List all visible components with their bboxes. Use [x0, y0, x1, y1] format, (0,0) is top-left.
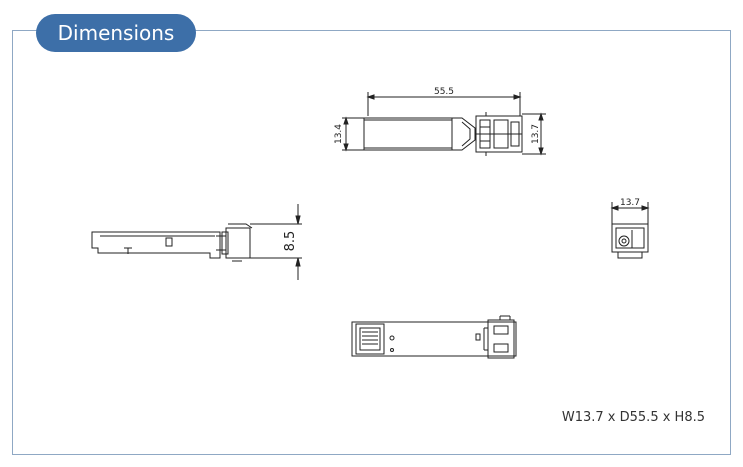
side-view-drawing	[91, 204, 302, 280]
side-view-height-label: 8.5	[283, 231, 298, 252]
top-view-width-label: 55.5	[434, 87, 454, 97]
front-view-drawing	[610, 202, 650, 259]
top-view-drawing	[342, 92, 546, 156]
dimensions-panel	[12, 30, 731, 455]
front-view-width-label: 13.7	[620, 198, 640, 208]
top-view-right-height-label: 13.7	[531, 124, 541, 144]
overall-dimensions-text: W13.7 x D55.5 x H8.5	[561, 410, 705, 425]
top-view-left-height-label: 13.4	[334, 124, 344, 144]
section-title-tab: Dimensions	[36, 14, 196, 52]
bottom-view-drawing	[351, 315, 517, 359]
